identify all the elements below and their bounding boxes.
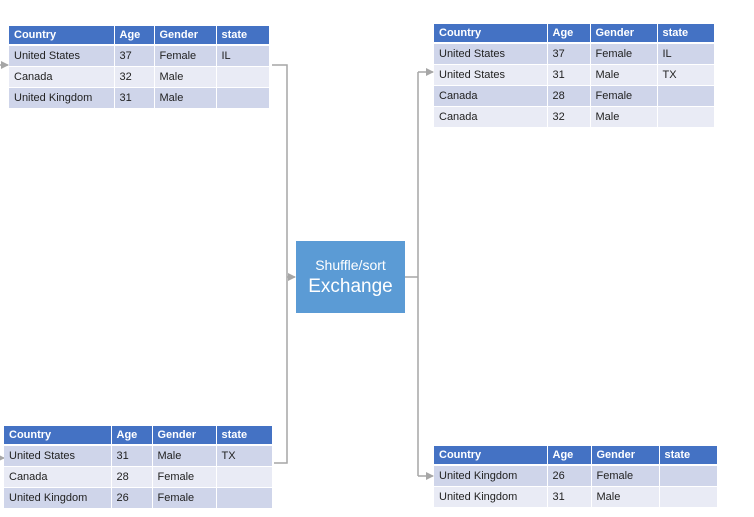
column-header-gender: Gender — [591, 446, 660, 466]
cell-gender: Female — [152, 487, 217, 509]
cell-age: 26 — [111, 487, 153, 509]
cell-state: TX — [216, 445, 273, 467]
cell-gender: Female — [152, 466, 217, 488]
cell-country: Canada — [434, 85, 548, 107]
cell-country: United States — [9, 45, 115, 67]
cell-age: 31 — [114, 87, 155, 109]
cell-state — [657, 106, 715, 128]
cell-gender: Female — [590, 43, 658, 65]
cell-gender: Male — [591, 486, 660, 508]
cell-country: United States — [4, 445, 112, 467]
cell-age: 28 — [547, 85, 591, 107]
cell-gender: Male — [154, 87, 217, 109]
connector-top-left — [272, 64, 288, 277]
cell-state — [659, 465, 718, 487]
cell-age: 26 — [547, 465, 592, 487]
cell-age: 37 — [114, 45, 155, 67]
cell-country: United Kingdom — [4, 487, 112, 509]
cell-country: United States — [434, 64, 548, 86]
column-header-age: Age — [111, 426, 153, 446]
exchange-subtitle: Shuffle/sort — [315, 257, 386, 273]
cell-age: 28 — [111, 466, 153, 488]
cell-state — [216, 87, 270, 109]
column-header-gender: Gender — [154, 26, 217, 46]
cell-country: Canada — [9, 66, 115, 88]
cell-state: IL — [657, 43, 715, 65]
cell-gender: Female — [154, 45, 217, 67]
column-header-state: state — [216, 426, 273, 446]
cell-age: 31 — [111, 445, 153, 467]
column-header-state: state — [659, 446, 718, 466]
cell-gender: Female — [591, 465, 660, 487]
column-header-country: Country — [9, 26, 115, 46]
column-header-country: Country — [434, 446, 548, 466]
column-header-state: state — [657, 24, 715, 44]
cell-state — [216, 487, 273, 509]
cell-country: Canada — [434, 106, 548, 128]
cell-state — [657, 85, 715, 107]
cell-state: IL — [216, 45, 270, 67]
exchange-title: Exchange — [308, 276, 393, 297]
column-header-country: Country — [4, 426, 112, 446]
column-header-state: state — [216, 26, 270, 46]
cell-gender: Female — [590, 85, 658, 107]
cell-gender: Male — [590, 106, 658, 128]
cell-age: 31 — [547, 486, 592, 508]
column-header-age: Age — [114, 26, 155, 46]
shuffle-sort-exchange-box: Shuffle/sort Exchange — [296, 241, 405, 313]
cell-gender: Male — [154, 66, 217, 88]
cell-state: TX — [657, 64, 715, 86]
cell-country: Canada — [4, 466, 112, 488]
cell-country: United Kingdom — [9, 87, 115, 109]
cell-country: United Kingdom — [434, 486, 548, 508]
cell-state — [216, 66, 270, 88]
cell-state — [216, 466, 273, 488]
cell-state — [659, 486, 718, 508]
cell-age: 31 — [547, 64, 591, 86]
cell-age: 32 — [547, 106, 591, 128]
cell-country: United States — [434, 43, 548, 65]
column-header-age: Age — [547, 24, 591, 44]
cell-age: 32 — [114, 66, 155, 88]
column-header-age: Age — [547, 446, 592, 466]
cell-country: United Kingdom — [434, 465, 548, 487]
connector-bottom-left — [274, 277, 288, 464]
column-header-gender: Gender — [590, 24, 658, 44]
column-header-country: Country — [434, 24, 548, 44]
cell-gender: Male — [152, 445, 217, 467]
column-header-gender: Gender — [152, 426, 217, 446]
cell-age: 37 — [547, 43, 591, 65]
cell-gender: Male — [590, 64, 658, 86]
